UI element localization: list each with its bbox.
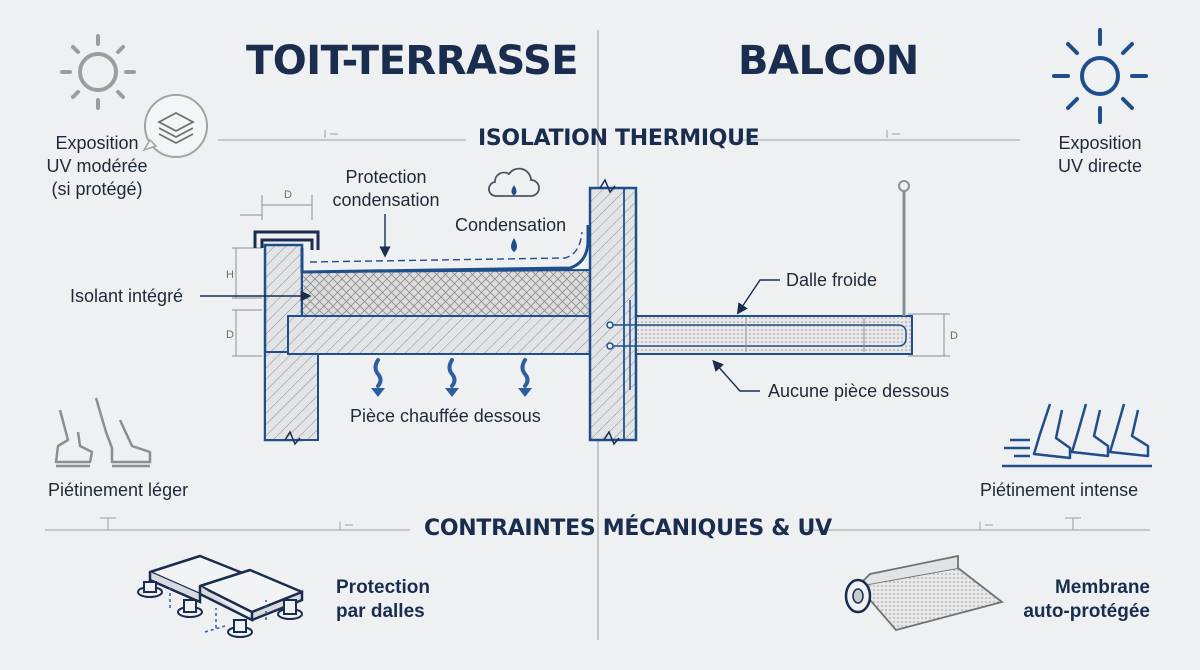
- no-room-label: Aucune pièce dessous: [768, 381, 950, 401]
- condensation-label: Condensation: [455, 215, 567, 235]
- lower-wall: [264, 351, 319, 441]
- parapet-coping: [253, 230, 320, 250]
- protection-condensation-line2: condensation: [332, 190, 440, 210]
- intense-traffic-label: Piétinement intense: [980, 480, 1139, 500]
- walking-feet-icon: [54, 397, 152, 468]
- insulation-label: Isolant intégré: [70, 286, 184, 306]
- callout-leaders: [200, 214, 780, 392]
- thermal-section-heading: ISOLATION THERMIQUE: [478, 126, 760, 151]
- layers-icon: [142, 94, 208, 158]
- mechanical-section-rule: [45, 517, 1150, 531]
- right-column-title: BALCON: [738, 38, 919, 84]
- membrane-roll-icon: [844, 554, 1004, 632]
- dimension-lines: [232, 195, 950, 357]
- cold-slab-label: Dalle froide: [786, 270, 878, 290]
- roof-slab: [287, 315, 591, 355]
- sun-icon: [1052, 28, 1148, 124]
- heat-arrow-icon: [373, 358, 530, 388]
- dimension-h-label: H: [226, 269, 234, 281]
- dimension-d-label: D: [284, 189, 292, 201]
- left-exposure-line2: UV modérée: [46, 156, 148, 176]
- slab-protection-label: Protection par dalles: [336, 576, 430, 624]
- droplet-icon: [511, 238, 517, 252]
- slab-protection-line2: par dalles: [336, 601, 425, 622]
- heated-room-label: Pièce chauffée dessous: [350, 406, 541, 426]
- waterproof-membrane: [300, 225, 590, 274]
- central-wall: [588, 186, 638, 442]
- thermal-section-rule: [218, 130, 1020, 141]
- sun-icon: [60, 34, 136, 110]
- dimension-d-label: D: [226, 329, 234, 341]
- railing-post: [898, 180, 910, 316]
- protection-condensation-line1: Protection: [345, 167, 427, 187]
- protection-condensation-label: Protection condensation: [326, 166, 446, 212]
- balcony-slab: [635, 315, 913, 355]
- left-exposure-label: Exposition UV modérée (si protégé): [38, 132, 156, 201]
- membrane-label: Membrane auto-protégée: [1022, 576, 1150, 624]
- mechanical-section-heading: CONTRAINTES MÉCANIQUES & UV: [424, 516, 832, 541]
- membrane-line1: Membrane: [1054, 577, 1150, 598]
- left-exposure-line3: (si protégé): [51, 179, 143, 199]
- pedestal-slabs-icon: [137, 554, 304, 638]
- right-exposure-label: Exposition UV directe: [1044, 132, 1156, 178]
- right-exposure-line2: UV directe: [1057, 156, 1143, 176]
- rebar: [606, 300, 907, 390]
- insulation-layer: [301, 268, 591, 317]
- right-exposure-line1: Exposition: [1058, 133, 1142, 153]
- cloud-rain-icon: [488, 167, 540, 197]
- dimension-d-label: D: [950, 330, 958, 342]
- light-traffic-label: Piétinement léger: [48, 480, 189, 500]
- slab-protection-line1: Protection: [336, 577, 430, 598]
- membrane-line2: auto-protégée: [1023, 601, 1150, 622]
- left-column-title: TOIT-TERRASSE: [246, 38, 579, 84]
- vapor-barrier: [309, 231, 583, 263]
- running-feet-icon: [1002, 403, 1152, 468]
- left-exposure-line1: Exposition: [55, 133, 139, 153]
